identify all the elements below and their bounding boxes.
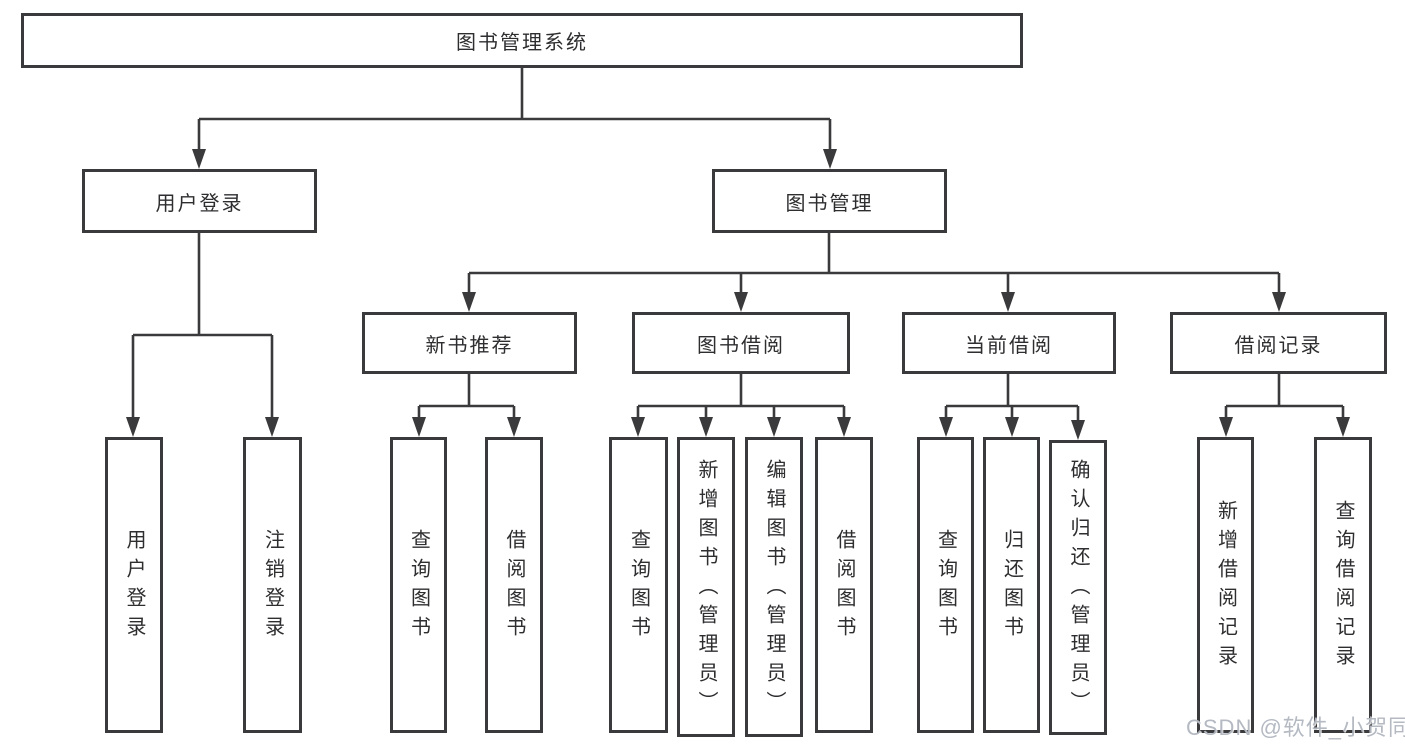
leaf-query-books-recommend: 查询图书	[390, 437, 447, 733]
csdn-watermark: CSDN @软件_小贺同学	[1186, 715, 1405, 740]
node-new-book-recommend: 新书推荐	[362, 312, 577, 374]
leaf-borrow-books: 借阅图书	[815, 437, 873, 733]
leaf-add-books-admin: 新增图书（管理员）	[677, 437, 735, 737]
leaf-logout: 注销登录	[243, 437, 302, 733]
node-borrow-records: 借阅记录	[1170, 312, 1387, 374]
leaf-edit-books-admin: 编辑图书（管理员）	[745, 437, 803, 737]
node-book-management: 图书管理	[712, 169, 947, 233]
leaf-query-books-current: 查询图书	[917, 437, 974, 733]
leaf-query-books-borrowing: 查询图书	[609, 437, 668, 733]
node-book-borrowing: 图书借阅	[632, 312, 850, 374]
node-user-login: 用户登录	[82, 169, 317, 233]
arrowheads	[126, 149, 1350, 440]
leaf-borrow-books-recommend: 借阅图书	[485, 437, 543, 733]
leaf-confirm-return-admin: 确认归还（管理员）	[1049, 440, 1107, 735]
leaf-return-books: 归还图书	[983, 437, 1040, 733]
node-current-borrowing: 当前借阅	[902, 312, 1116, 374]
leaf-add-borrow-record: 新增借阅记录	[1197, 437, 1254, 733]
node-library-system: 图书管理系统	[21, 13, 1023, 68]
leaf-query-borrow-record: 查询借阅记录	[1314, 437, 1372, 733]
leaf-user-login: 用户登录	[105, 437, 163, 733]
